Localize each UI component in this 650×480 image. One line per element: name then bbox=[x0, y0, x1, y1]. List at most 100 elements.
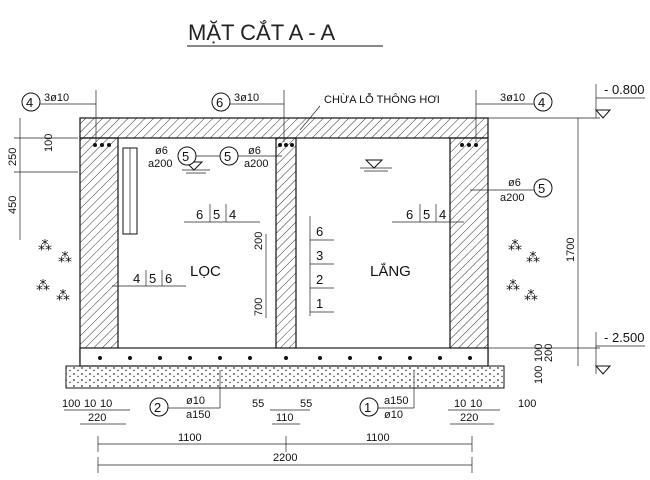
callout-bubble-4-right bbox=[533, 92, 553, 112]
svg-text:220: 220 bbox=[460, 412, 478, 424]
svg-text:⁂: ⁂ bbox=[56, 287, 70, 303]
rebar-table-left-654: 6 5 4 bbox=[184, 204, 260, 223]
rebar-label: ø6 bbox=[508, 177, 521, 189]
svg-text:- 2.500: - 2.500 bbox=[604, 330, 644, 345]
callout-bubble-4-left bbox=[21, 92, 41, 112]
partition-wall bbox=[275, 137, 297, 363]
rebar-label: a200 bbox=[500, 192, 524, 204]
dim-200-mid: 200 bbox=[253, 232, 265, 250]
foundation-slab bbox=[65, 365, 505, 389]
rebar-table-right-654: 6 5 4 bbox=[392, 204, 464, 223]
right-wall bbox=[449, 137, 489, 363]
svg-text:5: 5 bbox=[149, 271, 156, 286]
callout-number: 6 bbox=[216, 95, 223, 110]
callout-number: 5 bbox=[224, 149, 231, 164]
rebar-label: a150 bbox=[384, 395, 408, 407]
callout-number: 1 bbox=[364, 400, 371, 415]
dim-450-left: 450 bbox=[7, 196, 19, 214]
dim-100-left: 100 bbox=[43, 134, 55, 152]
rebar-label: ø10 bbox=[384, 409, 403, 421]
rebar-table-mid-stack: 6 3 2 1 bbox=[309, 216, 334, 316]
bottom-dim-row-3: 1100 1100 bbox=[97, 432, 473, 452]
svg-text:1: 1 bbox=[316, 296, 323, 311]
dim-250-left: 250 bbox=[7, 148, 19, 166]
bottom-dim-row-4: 2200 bbox=[97, 452, 473, 473]
bottom-slab bbox=[79, 347, 489, 367]
water-level-right bbox=[360, 159, 392, 172]
room-label-lang: LẮNG bbox=[370, 262, 411, 280]
svg-text:6: 6 bbox=[165, 271, 172, 286]
level-marker-bottom: - 2.500 bbox=[594, 330, 645, 375]
top-rebar-dots bbox=[93, 143, 478, 147]
svg-text:1100: 1100 bbox=[178, 432, 202, 444]
rebar-label: a200 bbox=[244, 158, 268, 170]
svg-text:- 0.800: - 0.800 bbox=[604, 82, 644, 97]
dim-200-right: 200 bbox=[543, 344, 555, 362]
rebar-label: 3ø10 bbox=[500, 92, 525, 104]
svg-text:2200: 2200 bbox=[273, 452, 297, 464]
svg-text:10: 10 bbox=[454, 398, 466, 410]
dim-1700-right: 1700 bbox=[565, 238, 577, 262]
svg-text:6: 6 bbox=[316, 224, 323, 239]
svg-text:⁂: ⁂ bbox=[58, 249, 72, 265]
rebar-label: ø6 bbox=[155, 145, 168, 157]
svg-text:10: 10 bbox=[84, 398, 96, 410]
svg-text:⁂: ⁂ bbox=[526, 249, 540, 265]
bottom-rebar-dots bbox=[98, 356, 472, 360]
dim-700-mid: 700 bbox=[253, 298, 265, 316]
dim-100-right: 100 bbox=[533, 344, 545, 362]
left-wall bbox=[79, 137, 119, 363]
dim-100b-right: 100 bbox=[533, 366, 545, 384]
svg-text:4: 4 bbox=[229, 207, 236, 222]
svg-text:5: 5 bbox=[213, 207, 220, 222]
svg-text:⁂: ⁂ bbox=[524, 287, 538, 303]
ground-marks-left: ⁂ ⁂ ⁂ ⁂ bbox=[36, 237, 72, 303]
svg-text:4: 4 bbox=[439, 207, 446, 222]
svg-text:55: 55 bbox=[300, 398, 312, 410]
level-marker-top: - 0.800 bbox=[594, 82, 645, 119]
callout-bubble-1 bbox=[359, 397, 379, 417]
callout-number: 2 bbox=[154, 400, 161, 415]
rebar-label: a200 bbox=[148, 158, 172, 170]
rebar-label: a150 bbox=[186, 409, 210, 421]
svg-text:1100: 1100 bbox=[366, 432, 390, 444]
vent-leader bbox=[299, 105, 321, 131]
svg-text:⁂: ⁂ bbox=[506, 277, 520, 293]
svg-text:10: 10 bbox=[100, 398, 112, 410]
svg-text:4: 4 bbox=[133, 271, 140, 286]
drawing-title: MẶT CẮT A - A bbox=[188, 20, 335, 45]
svg-text:5: 5 bbox=[423, 207, 430, 222]
ground-marks-right: ⁂⁂ ⁂⁂ bbox=[506, 237, 540, 303]
bottom-dim-row-1: 100 10 10 55 55 10 10 100 bbox=[62, 398, 536, 411]
bottom-dim-row-2: 220 110 220 bbox=[80, 412, 494, 425]
callout-number: 4 bbox=[538, 95, 545, 110]
rebar-label: ø6 bbox=[248, 145, 261, 157]
callout-bubble-2 bbox=[149, 397, 169, 417]
svg-text:6: 6 bbox=[406, 207, 413, 222]
svg-text:55: 55 bbox=[252, 398, 264, 410]
rebar-label: ø10 bbox=[186, 395, 205, 407]
svg-text:⁂: ⁂ bbox=[38, 237, 52, 253]
callout-bubble-6 bbox=[211, 92, 231, 112]
callout-bubble-5-right bbox=[533, 178, 553, 198]
svg-text:100: 100 bbox=[62, 398, 80, 410]
svg-text:⁂: ⁂ bbox=[508, 237, 522, 253]
svg-text:⁂: ⁂ bbox=[36, 277, 50, 293]
svg-text:220: 220 bbox=[88, 412, 106, 424]
svg-text:110: 110 bbox=[276, 412, 294, 424]
room-label-loc: LỌC bbox=[190, 263, 221, 280]
svg-text:10: 10 bbox=[470, 398, 482, 410]
callout-number: 4 bbox=[26, 95, 33, 110]
callout-number: 5 bbox=[182, 149, 189, 164]
rebar-table-left-456: 4 5 6 bbox=[112, 270, 186, 287]
rebar-label: 3ø10 bbox=[234, 92, 259, 104]
vent-label: CHỪA LỖ THÔNG HƠI bbox=[324, 93, 440, 106]
svg-text:6: 6 bbox=[196, 207, 203, 222]
callout-number: 5 bbox=[538, 181, 545, 196]
rebar-label: 3ø10 bbox=[44, 92, 69, 104]
svg-text:3: 3 bbox=[316, 248, 323, 263]
svg-text:100: 100 bbox=[518, 398, 536, 410]
svg-text:2: 2 bbox=[316, 272, 323, 287]
